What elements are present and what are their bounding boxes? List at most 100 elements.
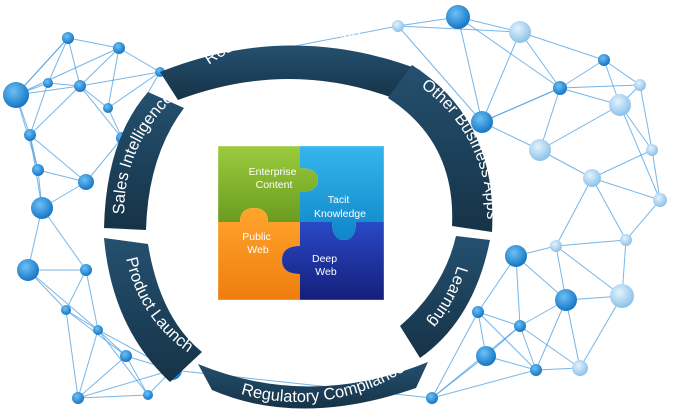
- network-link: [29, 134, 87, 183]
- network-link: [457, 16, 561, 89]
- network-link: [519, 325, 537, 371]
- network-link: [85, 137, 123, 183]
- network-link: [125, 355, 149, 396]
- network-node: [514, 320, 526, 332]
- network-link: [15, 47, 120, 96]
- network-node: [529, 139, 551, 161]
- network-node: [598, 54, 610, 66]
- network-link-icon: [15, 16, 661, 399]
- network-link: [65, 309, 99, 331]
- ring-label-regulatory: Regulatory Compliance: [240, 358, 408, 406]
- ring-segment-product-launch: [104, 238, 202, 382]
- network-link: [85, 269, 99, 331]
- network-link: [37, 169, 87, 183]
- ring-segment-other-apps: [388, 65, 493, 232]
- network-node: [32, 164, 44, 176]
- network-node: [426, 392, 438, 404]
- network-link: [431, 369, 537, 399]
- network-link: [41, 207, 87, 271]
- network-node: [476, 346, 496, 366]
- network-link: [79, 47, 120, 87]
- network-node: [392, 20, 404, 32]
- puzzle: Enterprise Content Tacit Knowledge Publi…: [217, 145, 385, 301]
- network-link: [535, 299, 567, 371]
- puzzle-piece-public-web: [218, 208, 300, 300]
- network-link: [625, 199, 661, 241]
- network-link: [559, 59, 605, 89]
- network-link: [67, 37, 120, 49]
- network-link: [591, 177, 661, 201]
- network-link: [651, 149, 661, 201]
- network-link: [107, 47, 120, 109]
- network-link: [591, 149, 653, 179]
- network-link: [565, 299, 581, 369]
- network-link: [97, 329, 127, 357]
- network-node: [509, 21, 531, 43]
- network-link: [431, 325, 521, 399]
- puzzle-piece-deep-web: [282, 222, 384, 300]
- network-link: [519, 325, 581, 369]
- network-link: [77, 355, 127, 399]
- network-link: [477, 311, 537, 371]
- network-link: [79, 85, 123, 139]
- network-link: [29, 85, 81, 136]
- network-link: [515, 255, 567, 301]
- network-link: [515, 255, 521, 327]
- network-link: [519, 31, 605, 61]
- network-node: [31, 197, 53, 219]
- network-link: [79, 71, 161, 87]
- network-node: [472, 306, 484, 318]
- network-link: [47, 37, 69, 84]
- network-node: [505, 245, 527, 267]
- network-node: [113, 42, 125, 54]
- network-link: [559, 84, 641, 89]
- network-node: [609, 94, 631, 116]
- network-link: [118, 47, 161, 73]
- network-node: [143, 390, 153, 400]
- network-node: [74, 80, 86, 92]
- network-link: [107, 71, 161, 109]
- network-node: [646, 144, 658, 156]
- puzzle-label-enterprise-content: Enterprise Content: [249, 166, 300, 191]
- network-node: [471, 111, 493, 133]
- network-node: [653, 193, 667, 207]
- network-link: [77, 369, 173, 399]
- network-node: [610, 284, 634, 308]
- network-node: [80, 264, 92, 276]
- network-link: [579, 295, 623, 369]
- network-node: [120, 350, 132, 362]
- network-node: [93, 325, 103, 335]
- network-node: [553, 81, 567, 95]
- network-link: [591, 177, 627, 241]
- network-node: [24, 129, 36, 141]
- network-link: [431, 311, 479, 399]
- network-link: [539, 104, 621, 151]
- network-link: [67, 37, 81, 87]
- network-link: [77, 329, 99, 399]
- puzzle-label-deep-web: Deep Web: [312, 253, 340, 278]
- network-node: [555, 289, 577, 311]
- network-link: [477, 311, 521, 327]
- network-link: [97, 329, 149, 396]
- network-node: [61, 305, 71, 315]
- ring-segment-regulatory: [198, 362, 428, 409]
- network-link: [519, 31, 561, 89]
- network-link: [555, 239, 627, 247]
- network-link: [477, 255, 517, 313]
- network-node: [572, 360, 588, 376]
- network-link: [555, 177, 593, 247]
- network-node: [62, 32, 74, 44]
- network-link: [603, 59, 641, 86]
- ring-segment-sales-intelligence: [104, 92, 184, 230]
- network-link: [77, 394, 149, 399]
- network-link: [65, 309, 79, 399]
- network-node: [583, 169, 601, 187]
- network-node: [446, 5, 470, 29]
- network-node: [43, 78, 53, 88]
- network-link: [397, 25, 521, 33]
- network-node: [634, 79, 646, 91]
- network-node: [103, 103, 113, 113]
- network-node: [3, 82, 29, 108]
